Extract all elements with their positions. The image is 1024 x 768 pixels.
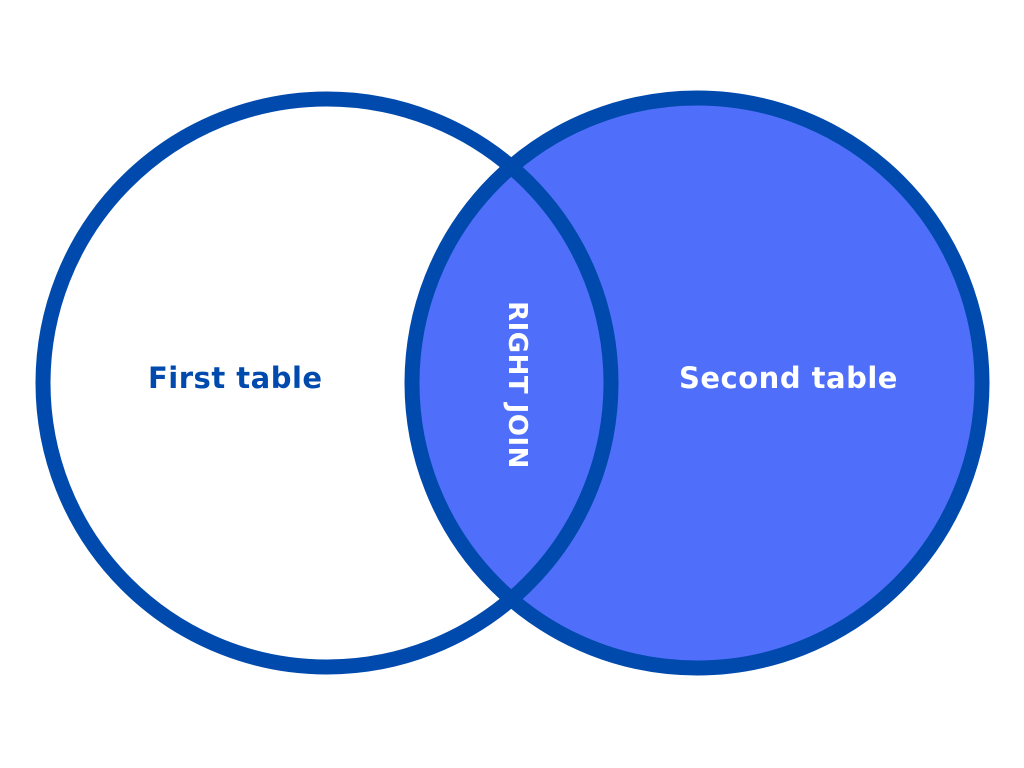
intersection-label: RIGHT JOIN <box>502 301 532 469</box>
left-set-label: First table <box>148 361 323 395</box>
right-set-circle <box>404 90 990 676</box>
left-set-circle <box>35 91 619 675</box>
right-set-label: Second table <box>679 361 898 395</box>
